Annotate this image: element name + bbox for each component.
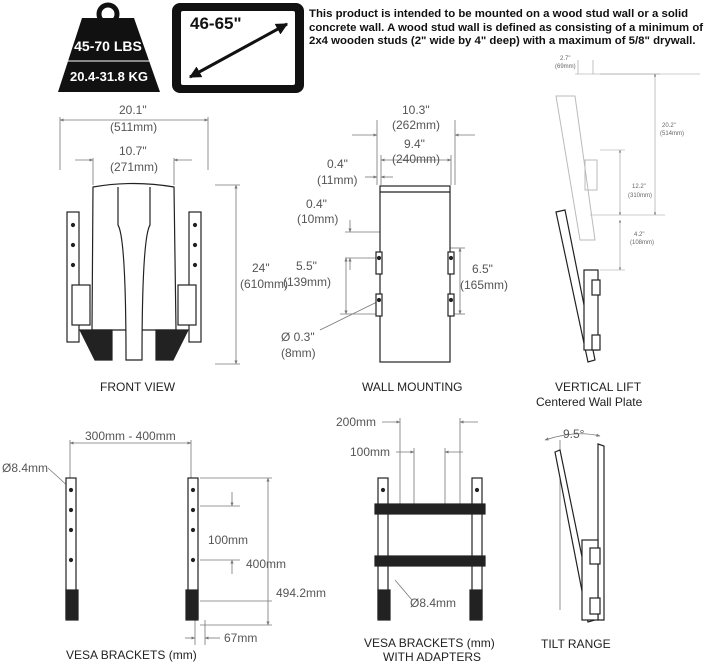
vertical-lift-caption-1: VERTICAL LIFT: [555, 380, 642, 394]
wall-offset-top: 0.4": [306, 197, 327, 211]
wall-plate: [375, 185, 455, 363]
vesa-adapter-dims: [382, 418, 478, 601]
wall-left-spacing: 5.5": [296, 259, 317, 273]
front-view-mount: [66, 182, 202, 361]
lift-d4-mm: (108mm): [630, 240, 655, 246]
vesa-hole: Ø8.4mm: [2, 461, 49, 475]
vesa-400: 400mm: [246, 557, 287, 571]
wall-width-inner: 9.4": [404, 137, 425, 151]
tilt-tv: [554, 443, 605, 623]
weight-kg-label: 20.4-31.8 KG: [69, 69, 149, 84]
front-height-mm: (610mm): [240, 277, 289, 291]
wall-width-outer-mm: (262mm): [392, 118, 441, 132]
vertical-lift-tv: [555, 95, 598, 241]
vesa-adapter-brackets: [374, 477, 486, 621]
adapter-200: 200mm: [336, 415, 377, 429]
front-view-caption: FRONT VIEW: [100, 380, 176, 394]
vertical-lift-tv-lowered: [555, 209, 601, 363]
lift-d1-mm: (69mm): [555, 64, 576, 70]
front-height: 24": [252, 261, 270, 275]
screen-size-label: 46-65": [190, 14, 242, 33]
front-view-drawing: [59, 117, 240, 365]
weight-icon: [58, 2, 160, 92]
weight-lbs-label: 45-70 LBS: [74, 38, 142, 54]
tilt-angle: 9.5°: [563, 427, 585, 441]
wall-mounting-dims: [319, 120, 475, 331]
wall-right-spacing: 6.5": [472, 262, 493, 276]
wall-width-outer: 10.3": [402, 103, 430, 117]
screen-size-icon: [172, 3, 304, 93]
wall-hole: Ø 0.3": [281, 330, 315, 344]
vesa-100: 100mm: [208, 533, 249, 547]
vertical-lift-dims: [575, 60, 700, 271]
lift-d3-mm: (310mm): [628, 193, 653, 199]
vertical-lift-caption-2: Centered Wall Plate: [536, 395, 643, 409]
front-width-inner-mm: (271mm): [110, 160, 159, 174]
front-width-total: 20.1": [119, 103, 147, 117]
front-width-total-mm: (511mm): [110, 120, 158, 134]
vesa-67: 67mm: [224, 631, 258, 645]
wall-offset-side: 0.4": [327, 157, 348, 171]
lift-d2: 20.2": [662, 123, 676, 129]
adapter-caption-1: VESA BRACKETS (mm): [364, 636, 495, 650]
vesa-494: 494.2mm: [276, 586, 327, 600]
wall-offset-side-mm: (11mm): [317, 173, 358, 187]
wall-width-inner-mm: (240mm): [392, 152, 441, 166]
lift-d3: 12.2": [632, 184, 646, 190]
wall-mounting-caption: WALL MOUNTING: [362, 380, 463, 394]
front-width-inner: 10.7": [119, 144, 147, 158]
lift-d4: 4.2": [634, 232, 645, 238]
vesa-brackets: [65, 477, 199, 621]
vesa-caption: VESA BRACKETS (mm): [66, 648, 197, 662]
adapter-caption-2: WITH ADAPTERS: [383, 650, 482, 664]
adapter-hole: Ø8.4mm: [410, 596, 457, 610]
wall-hole-mm: (8mm): [281, 346, 316, 360]
wall-left-spacing-mm: (139mm): [283, 275, 332, 289]
lift-d1: 2.7": [560, 56, 571, 62]
mounting-notice: This product is intended to be mounted o…: [309, 8, 704, 48]
wall-offset-top-mm: (10mm): [297, 212, 339, 226]
vesa-range: 300mm - 400mm: [85, 429, 176, 443]
lift-d2-mm: (514mm): [660, 131, 685, 137]
tilt-caption: TILT RANGE: [541, 637, 611, 651]
wall-right-spacing-mm: (165mm): [460, 278, 509, 292]
adapter-100: 100mm: [350, 445, 391, 459]
